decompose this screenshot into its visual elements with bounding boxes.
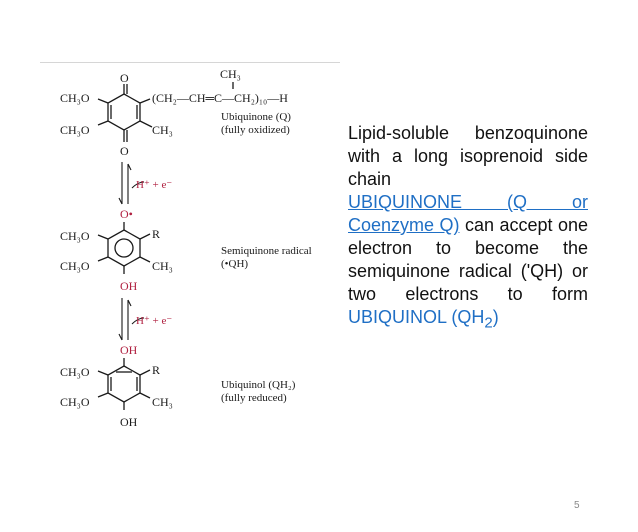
page-number: 5 [574,500,580,511]
paragraph-ubiquinone: UBIQUINONE (Q or Coenzyme Q) can accept … [348,191,588,335]
top-ch3-label: CH₃ [220,67,241,81]
middle-methyl: CH₃ [152,259,173,273]
top-methoxy-1: CH₃O [60,91,90,105]
bottom-hydroxyl-bottom: OH [120,415,138,429]
bottom-r-group: R [152,363,160,377]
ubiquinol-state: (fully reduced) [221,392,287,404]
isoprenoid-chain: (CH₂—CH═C—CH₂)₁₀—H [152,91,288,105]
paragraph-lipid-soluble: Lipid-soluble benzoquinone with a long i… [348,123,588,189]
top-methoxy-2: CH₃O [60,123,90,137]
ubiquinol-term-text: UBIQUINOL (QH [348,307,485,327]
ubiquinone-reduction-figure: CH₃ O CH₃O (CH₂—CH═C—CH₂)₁₀—H CH₃O CH₃ O… [40,62,344,452]
bottom-methyl: CH₃ [152,395,173,409]
middle-hydroxyl: OH [120,279,138,293]
ubiquinol-structure [97,358,151,410]
bottom-methoxy-1: CH₃O [60,365,90,379]
middle-methoxy-1: CH₃O [60,229,90,243]
bottom-carbonyl-o: O [120,144,129,158]
ubiquinone-link[interactable]: UBIQUINONE (Q or Coenzyme Q) [348,192,588,235]
paragraph-middle: can accept one electron to become the se… [348,215,588,304]
structure-diagram: CH₃ O CH₃O (CH₂—CH═C—CH₂)₁₀—H CH₃O CH₃ O… [60,67,312,429]
top-methyl: CH₃ [152,123,173,137]
semiquinone-name: Semiquinone radical [221,245,312,257]
arrow1-label: H⁺ + e⁻ [136,179,172,191]
ubiquinol-term: UBIQUINOL (QH2) [348,307,499,332]
ubiquinol-close: ) [492,307,499,327]
middle-methoxy-2: CH₃O [60,259,90,273]
semiquinone-structure [97,222,151,274]
bottom-hydroxyl-top: OH [120,343,138,357]
arrow2-label: H⁺ + e⁻ [136,315,172,327]
reduction-arrow-2 [118,298,145,341]
semiquinone-state: (•QH) [221,258,248,270]
ubiquinol-subscript: 2 [484,314,493,332]
top-carbonyl-o: O [120,71,129,85]
reduction-arrow-1 [118,162,145,205]
middle-r-group: R [152,227,160,241]
ubiquinone-structure [97,82,234,142]
bottom-methoxy-2: CH₃O [60,395,90,409]
ubiquinone-name: Ubiquinone (Q) [221,111,291,123]
figure-top-rule [40,62,340,63]
semiquinone-o-radical: O• [120,207,133,221]
ubiquinone-state: (fully oxidized) [221,124,290,136]
description-text: Lipid-soluble benzoquinone with a long i… [348,122,588,335]
ubiquinol-name: Ubiquinol (QH₂) [221,379,296,391]
